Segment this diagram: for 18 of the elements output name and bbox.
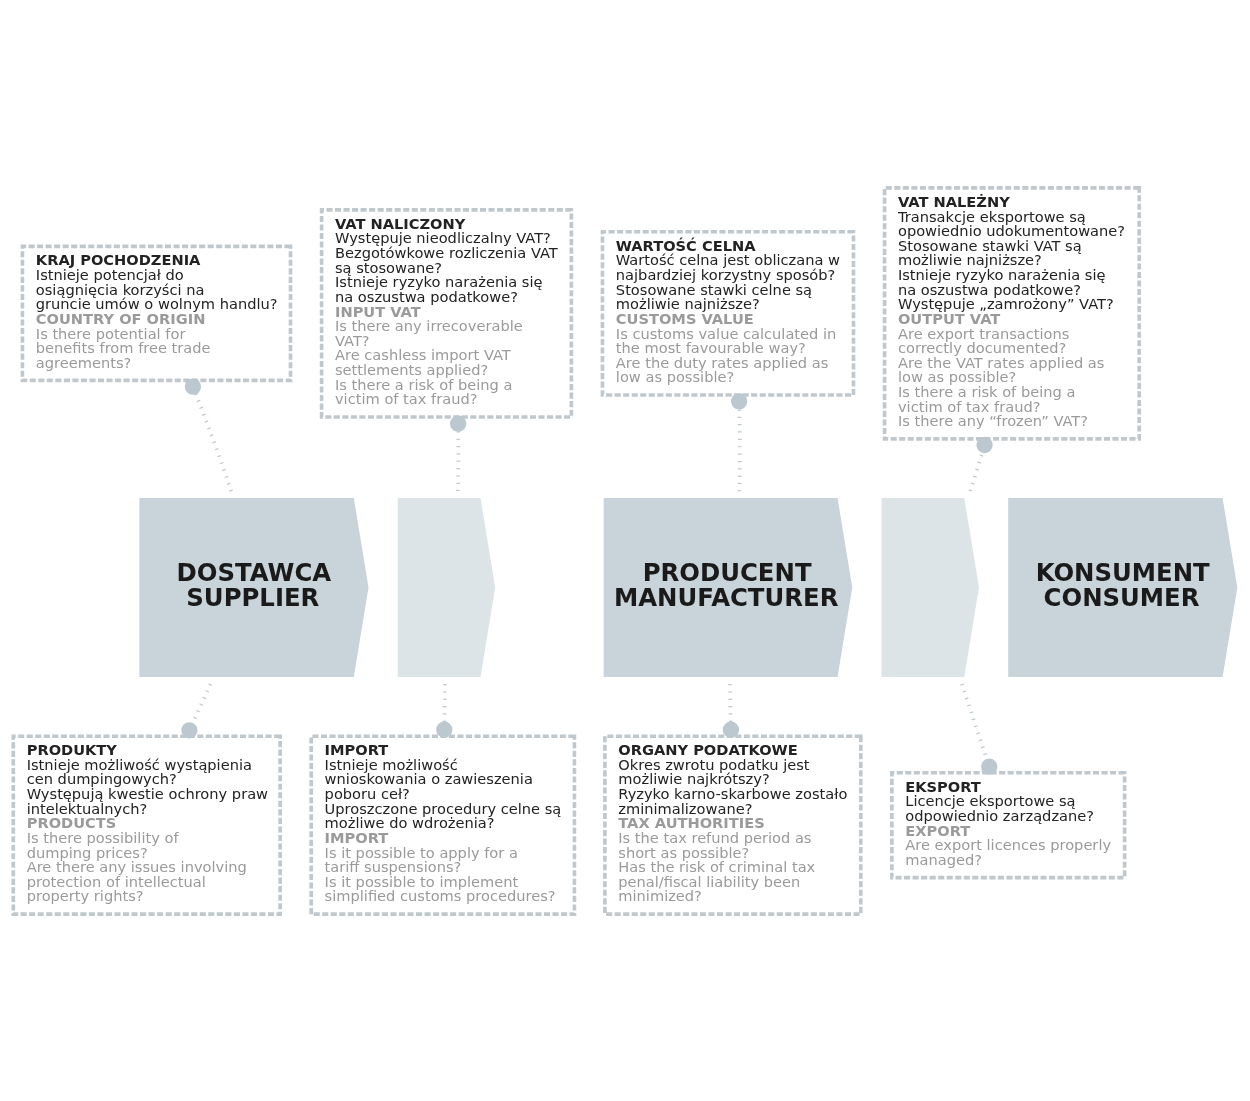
- connector: [450, 415, 467, 491]
- node-box: ORGANY PODATKOWE Okres zwrotu podatku jest możliwie najkrótszy? Ryzyko karno-skarbowe zostało zminimalizowane? TAX AUTHORITIES Is the tax refund period as short as possible? Has the risk of criminal tax penal/fiscal liability been minimized?: [603, 733, 863, 916]
- connector: [968, 436, 993, 491]
- node-box: KRAJ POCHODZENIA Istnieje potencjał do osiągnięcia korzyści na gruncie umów o wolnym handlu? COUNTRY OF ORIGIN Is there potential for benefits from free trade agreements?: [20, 244, 293, 382]
- connector: [722, 683, 740, 738]
- node-box: VAT NALICZONY Występuje nieodliczalny VAT? Bezgotówkowe rozliczenia VAT są stosowane? Istnieje ryzyko narażenia się na oszustwa podatkowe? INPUT VAT Is there any irrecoverable VAT? Are cashless import VAT settlements applied? Is there a risk of being a victim of tax fraud?: [319, 207, 574, 419]
- node-box: IMPORT Istnieje możliwość wnioskowania o zawieszenia poboru ceł? Uproszczone procedury celne są możliwe do wdrożenia? IMPORT Is it possible to apply for a tariff suspensions? Is it possible to implement simplified customs procedures?: [309, 733, 577, 916]
- connector: [181, 682, 213, 738]
- node-box: VAT NALEŻNY Transakcje eksportowe są opowiednio udokumentowane? Stosowane stawki VAT są możliwie najniższe? Istnieje ryzyko narażenia się na oszustwa podatkowe? Występuje „zamrożony” VAT? OUTPUT VAT Are export transactions correctly documented? Are the VAT rates applied as low as possible? Is there a risk of being a victim of tax fraud? Is there any “frozen” VAT?: [882, 185, 1142, 441]
- node-chevron: [397, 497, 496, 677]
- connector: [960, 683, 998, 775]
- connector: [184, 377, 233, 492]
- connector: [436, 683, 453, 738]
- node-chevron: [881, 497, 979, 677]
- node-box: WARTOŚĆ CELNA Wartość celna jest obliczana w najbardziej korzystny sposób? Stosowane stawki celne są możliwie najniższe? CUSTOMS VALUE Is customs value calculated in the most favourable way? Are the duty rates applied as low as possible?: [600, 229, 856, 397]
- connector: [730, 392, 748, 491]
- node-box: EKSPORT Licencje eksportowe są odpowiednio zarządzane? EXPORT Are export licences properly managed?: [890, 770, 1127, 879]
- node-box: PRODUKTY Istnieje możliwość wystąpienia cen dumpingowych? Występują kwestie ochrony praw intelektualnych? PRODUCTS Is there possibility of dumping prices? Are there any issues involving protection of intellectual property rights?: [11, 733, 282, 916]
